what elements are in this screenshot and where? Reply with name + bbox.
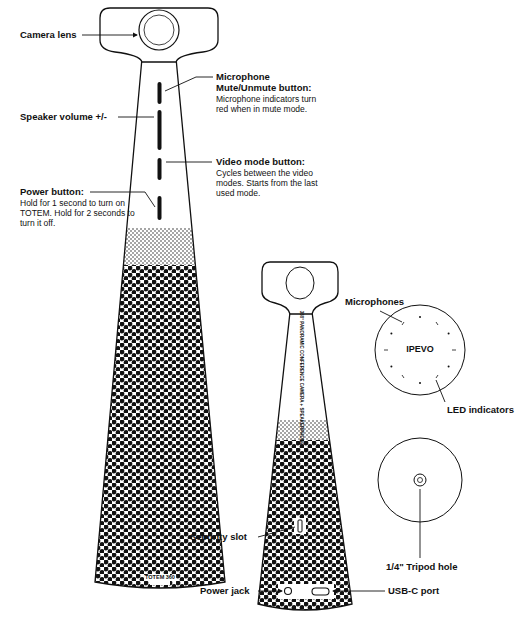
callout-label: Power button: — [20, 186, 84, 197]
callout-label: Security slot — [190, 531, 247, 542]
callout-label: Speaker volume +/- — [20, 111, 107, 122]
product-marking: 360° PANORAMIC CONFERENCE CAMERA + SPEAK… — [299, 311, 304, 445]
back-view — [250, 262, 360, 620]
callout-label: Power jack — [200, 585, 250, 596]
callout-label: Microphone Mute/Unmute button: — [216, 71, 326, 94]
callout-label: Video mode button: — [216, 156, 305, 167]
model-marking: TOTEM 360 — [144, 575, 176, 581]
callout-note: Hold for 1 second to turn on TOTEM. Hold… — [20, 198, 138, 229]
brand-logo: IPEVO — [390, 344, 450, 355]
callout-label: Camera lens — [20, 29, 77, 40]
callout-label: LED indicators — [447, 404, 514, 415]
callout-label: Microphones — [345, 296, 404, 307]
callout-note: Cycles between the video modes. Starts f… — [216, 168, 338, 199]
callout-note: Microphone indicators turn red when in m… — [216, 94, 328, 114]
callout-label: 1/4" Tripod hole — [386, 561, 458, 572]
callout-label: USB-C port — [388, 585, 439, 596]
